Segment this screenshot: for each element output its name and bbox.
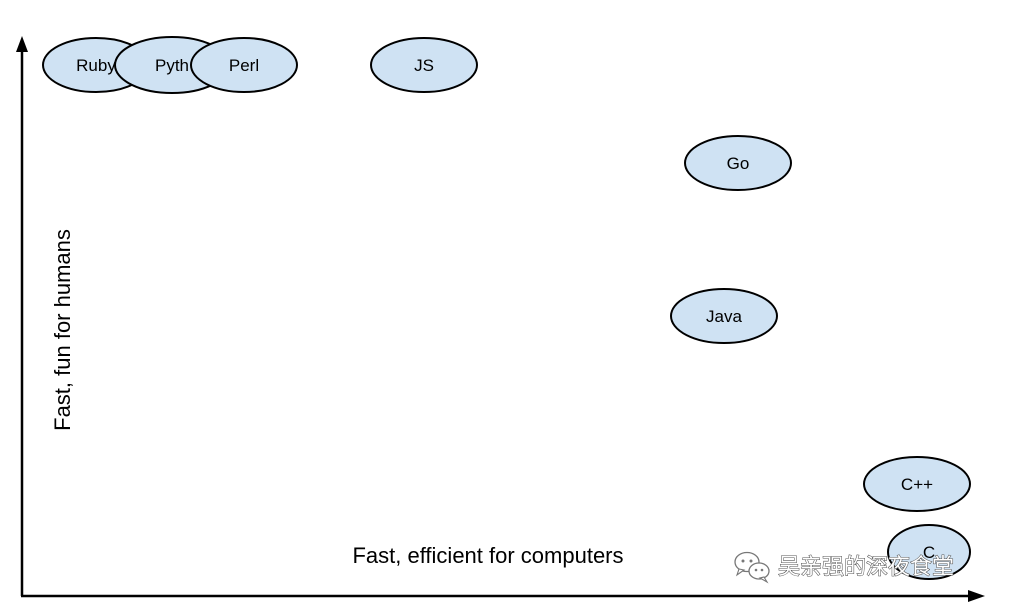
watermark-text: 吴亲强的深夜食堂: [778, 555, 954, 580]
node-label: JS: [414, 56, 434, 75]
node-label: Go: [727, 154, 750, 173]
node-go: Go: [684, 135, 792, 191]
node-js: JS: [370, 37, 478, 93]
y-axis: [16, 36, 28, 596]
node-java: Java: [670, 288, 778, 344]
node-label: Java: [706, 307, 742, 326]
node-label: Pyth: [155, 56, 189, 75]
node-c: C: [887, 524, 971, 580]
node-label: Perl: [229, 56, 259, 75]
wechat-icon: [734, 551, 770, 584]
x-axis: [21, 590, 985, 602]
node-cpp: C++: [863, 456, 971, 512]
node-label: C: [923, 543, 935, 562]
node-perl: Perl: [190, 37, 298, 93]
x-axis-label: Fast, efficient for computers: [352, 543, 623, 568]
y-axis-label: Fast, fun for humans: [50, 229, 75, 431]
y-axis-arrowhead: [16, 36, 28, 52]
watermark: 吴亲强的深夜食堂: [734, 551, 955, 584]
node-label: C++: [901, 475, 933, 494]
x-axis-arrowhead: [968, 590, 985, 602]
node-label: Ruby: [76, 56, 116, 75]
